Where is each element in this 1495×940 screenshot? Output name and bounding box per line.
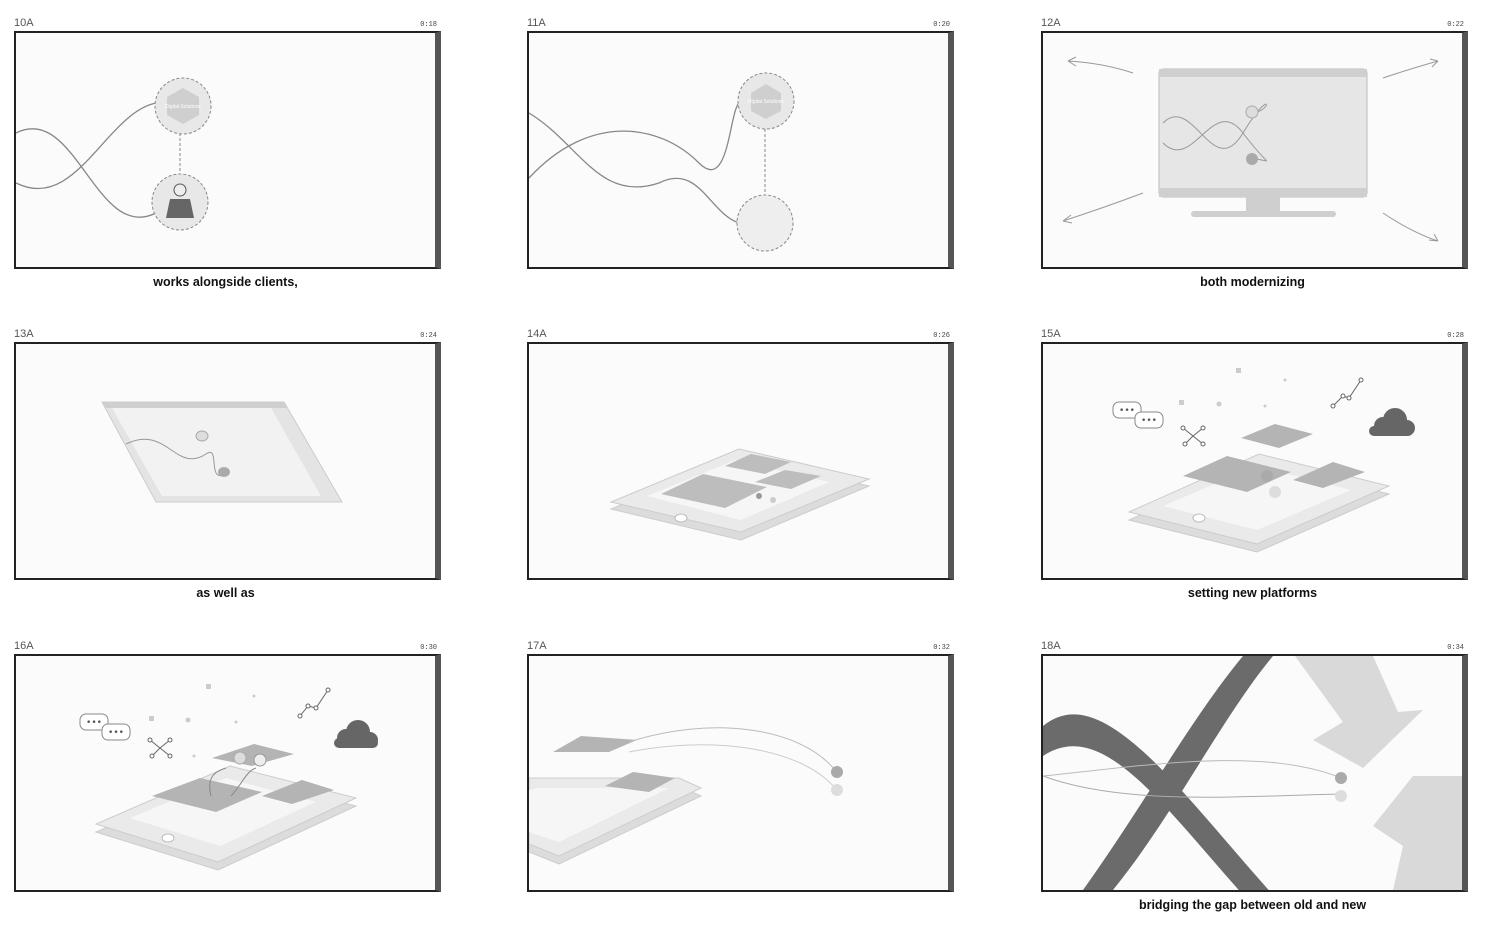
panel-timestamp: 0:20	[933, 21, 950, 29]
svg-text:Digital Solutions: Digital Solutions	[165, 104, 201, 110]
cloud-icon	[334, 720, 378, 748]
panel-timestamp: 0:18	[420, 21, 437, 29]
svg-text:•••: •••	[108, 728, 124, 738]
panel-number: 16A	[14, 640, 34, 652]
panel-frame: Digital Solutions	[527, 31, 954, 269]
storyboard-panel-18a: 18A 0:34 bridging the gap between old an…	[1041, 640, 1468, 940]
storyboard-panel-10a: 10A 0:18 Digital Solutions works alongsi…	[14, 17, 441, 317]
panel-caption: setting new platforms	[1187, 586, 1318, 600]
panel-frame	[1041, 31, 1468, 269]
storyboard-panel-11a: 11A 0:20 Digital Solutions	[527, 17, 954, 317]
storyboard-panel-12a: 12A 0:22 both modernizing	[1041, 17, 1468, 317]
panel-timestamp: 0:24	[420, 332, 437, 340]
arrow-icon	[1373, 776, 1462, 890]
storyboard-panel-17a: 17A 0:32	[527, 640, 954, 940]
chat-bubble-icon: ••• •••	[79, 713, 131, 741]
panel-frame	[527, 654, 954, 892]
panel-number: 15A	[1041, 328, 1061, 340]
panel-caption: as well as	[196, 586, 255, 600]
tablet-icon	[529, 736, 703, 865]
line-graph-icon	[297, 687, 331, 719]
chat-bubble-icon: ••• •••	[1112, 401, 1164, 429]
panel-timestamp: 0:30	[420, 644, 437, 652]
digital-solutions-hexagon-icon: Digital Solutions	[154, 77, 212, 135]
panel-caption: works alongside clients,	[153, 275, 298, 289]
panel-timestamp: 0:34	[1447, 644, 1464, 652]
tablet-icon	[1127, 424, 1391, 553]
svg-text:•••: •••	[1119, 406, 1135, 416]
empty-circle	[736, 194, 794, 252]
cloud-icon	[1369, 408, 1415, 436]
svg-text:Digital Solutions: Digital Solutions	[748, 99, 784, 105]
person-icon	[151, 173, 209, 231]
panel-frame: ••• •••	[14, 654, 441, 892]
panel-number: 11A	[527, 17, 546, 29]
panel-timestamp: 0:32	[933, 644, 950, 652]
panel-number: 17A	[527, 640, 547, 652]
svg-text:•••: •••	[1141, 416, 1157, 426]
panel-frame	[14, 342, 441, 580]
panel-number: 14A	[527, 328, 547, 340]
panel-timestamp: 0:26	[933, 332, 950, 340]
digital-solutions-hexagon-icon: Digital Solutions	[737, 72, 795, 130]
svg-text:•••: •••	[86, 718, 102, 728]
network-icon	[147, 737, 173, 759]
arrow-icon	[1062, 56, 1439, 242]
panel-frame: ••• •••	[1041, 342, 1468, 580]
storyboard-panel-13a: 13A 0:24 as well as	[14, 328, 441, 628]
panel-caption: bridging the gap between old and new	[1138, 898, 1367, 912]
network-icon	[1180, 425, 1206, 447]
arrow-icon	[1295, 656, 1423, 768]
storyboard-panel-16a: 16A 0:30 ••• •••	[14, 640, 441, 940]
monitor-icon	[1158, 68, 1368, 217]
storyboard-panel-15a: 15A 0:28 ••• •••	[1041, 328, 1468, 628]
panel-number: 13A	[14, 328, 34, 340]
panel-number: 10A	[14, 17, 34, 29]
panel-caption: both modernizing	[1200, 275, 1305, 289]
tablet-icon	[101, 401, 343, 503]
panel-number: 12A	[1041, 17, 1061, 29]
storyboard-panel-14a: 14A 0:26	[527, 328, 954, 628]
panel-frame: Digital Solutions	[14, 31, 441, 269]
panel-frame	[1041, 654, 1468, 892]
panel-timestamp: 0:22	[1447, 21, 1464, 29]
wave-connection-sketch: Digital Solutions	[529, 72, 795, 252]
panel-timestamp: 0:28	[1447, 332, 1464, 340]
wave-connection-sketch: Digital Solutions	[16, 77, 212, 231]
panel-frame	[527, 342, 954, 580]
tablet-icon	[94, 744, 358, 871]
line-graph-icon	[1330, 377, 1364, 409]
tablet-icon	[609, 448, 871, 541]
panel-number: 18A	[1041, 640, 1061, 652]
